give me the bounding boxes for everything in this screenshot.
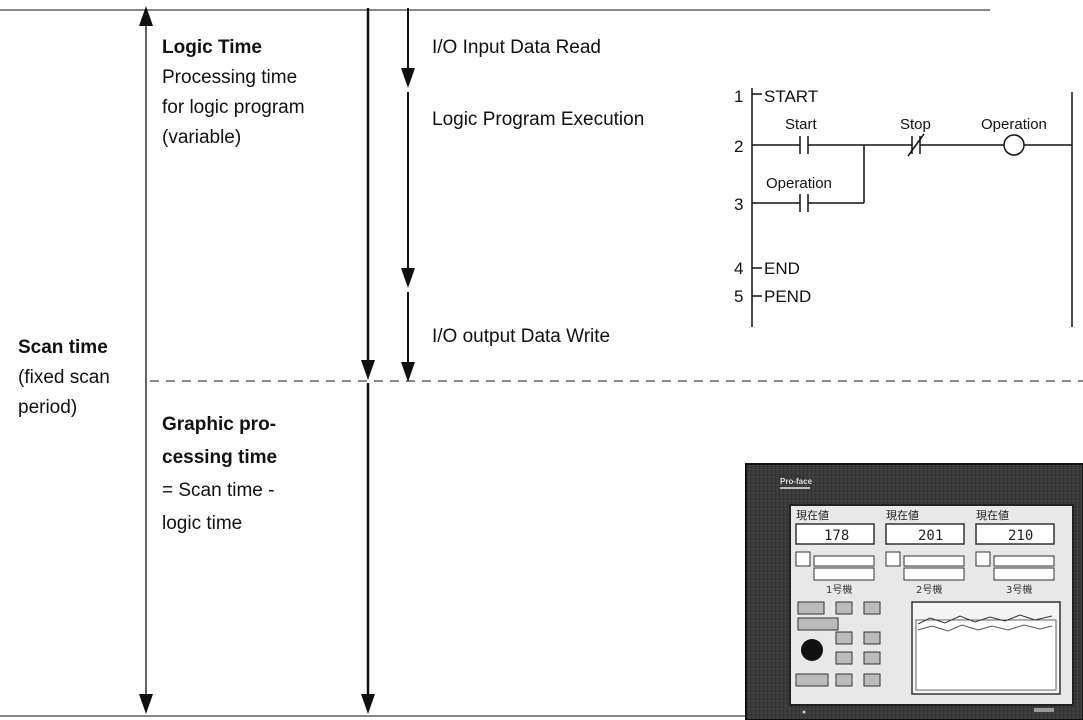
operation-coil-label: Operation [981,116,1047,133]
hmi-panel-title-3: 現在値 [976,509,1009,522]
hmi-panel-title-1: 現在値 [796,509,829,522]
graphic-time-label: Graphic pro- cessing time = Scan time - … [162,408,277,540]
hmi-unit-3: 3号機 [1006,583,1032,596]
scan-time-line1: (fixed scan [18,367,110,388]
hmi-knob [801,639,823,661]
start-contact-label: Start [785,116,818,133]
hmi-device-drawing: Pro-face 現在値 現在値 現在値 178 201 210 1号機 2号機… [745,463,1083,720]
hmi-value-2: 201 [918,528,943,544]
ladder-start-label: START [764,87,818,106]
rung-number-4: 4 [734,259,743,278]
graphic-time-line2: logic time [162,513,243,534]
graphic-time-line1: = Scan time - [162,480,275,501]
logic-time-line1: Processing time [162,67,298,88]
hmi-value-3: 210 [1008,528,1033,544]
graphic-time-title1: Graphic pro- [162,414,277,435]
scan-time-label: Scan time (fixed scan period) [18,333,110,423]
output-write-label: I/O output Data Write [432,326,611,347]
logic-time-label: Logic Time Processing time for logic pro… [162,33,305,153]
logic-time-title: Logic Time [162,37,262,58]
scan-time-line2: period) [18,397,78,418]
input-read-label: I/O Input Data Read [432,37,601,58]
stop-contact-label: Stop [900,116,931,133]
scan-time-arrow-bottom [139,694,153,714]
ladder-pend-label: PEND [764,287,811,306]
scan-time-title: Scan time [18,337,108,358]
logic-time-line3: (variable) [162,127,242,148]
operation-contact-label: Operation [766,175,832,192]
rung-number-2: 2 [734,137,743,156]
hmi-panel-title-2: 現在値 [886,509,919,522]
hmi-unit-1: 1号機 [826,583,852,596]
rung-number-3: 3 [734,195,743,214]
rung-number-5: 5 [734,287,743,306]
hmi-value-1: 178 [824,528,849,544]
logic-time-line2: for logic program [162,97,305,118]
logic-exec-label: Logic Program Execution [432,109,645,130]
operation-coil [1003,134,1025,156]
hmi-brand: Pro-face [780,477,813,486]
ladder-end-label: END [764,259,800,278]
graphic-time-title2: cessing time [162,447,278,468]
scan-time-arrow-top [139,6,153,26]
rung-number-1: 1 [734,87,743,106]
hmi-unit-2: 2号機 [916,583,942,596]
hmi-device-image: Pro-face 現在値 現在値 現在値 178 201 210 1号機 2号機… [740,460,1083,720]
